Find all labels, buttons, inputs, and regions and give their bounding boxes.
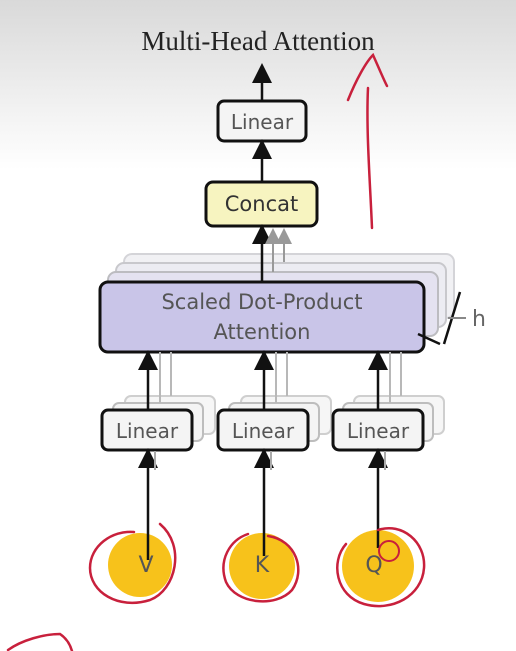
- input-arrows: [138, 448, 388, 560]
- input-k-circle: [229, 533, 295, 599]
- input-k-label: K: [254, 553, 270, 578]
- linear-to-attention-shadow: [159, 352, 402, 403]
- diagram-title: Multi-Head Attention: [141, 26, 375, 56]
- linear-top-label: Linear: [230, 110, 294, 134]
- linear-k-label: Linear: [231, 419, 295, 443]
- red-annotations: [6, 52, 426, 651]
- input-q-label: Q: [365, 553, 383, 578]
- input-circles: [108, 530, 414, 602]
- attention-to-concat-shadow: [265, 228, 292, 272]
- attention-label-line1: Scaled Dot-Product: [161, 290, 363, 314]
- input-v-label: V: [138, 553, 154, 578]
- attention-label: Scaled Dot-Product Attention: [100, 287, 424, 347]
- annotation-circle-k: [222, 532, 300, 603]
- annotation-up-line: [366, 86, 374, 230]
- input-v-circle: [108, 533, 172, 597]
- annotation-q-mark: [378, 540, 400, 562]
- linear-v-label: Linear: [115, 419, 179, 443]
- annotation-arrow-head: [346, 52, 389, 102]
- input-q-circle: [342, 530, 414, 602]
- annotation-bottom-stroke: [6, 632, 74, 651]
- attention-label-line2: Attention: [213, 320, 311, 344]
- linear-to-attention-arrows: [138, 350, 388, 410]
- annotation-circle-v: [88, 522, 177, 605]
- annotation-circle-q: [336, 527, 426, 608]
- heads-label: h: [472, 307, 486, 332]
- linear-q-label: Linear: [346, 419, 410, 443]
- input-arrows-shadow: [154, 451, 386, 470]
- concat-label: Concat: [224, 192, 299, 216]
